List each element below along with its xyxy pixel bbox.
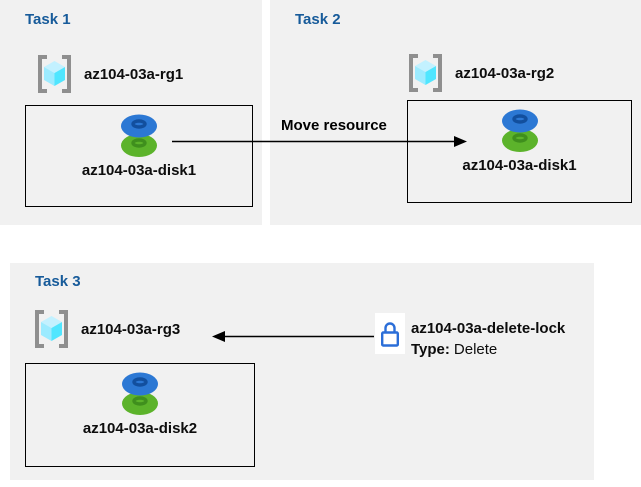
task3-disk-label: az104-03a-disk2 [82, 420, 198, 437]
arrowhead-left [212, 331, 225, 342]
task3-disk-box: az104-03a-disk2 [25, 363, 255, 467]
task2-disk-box: az104-03a-disk1 [407, 100, 632, 203]
delete-lock-type-value: Delete [453, 341, 498, 358]
disk-icon [122, 372, 158, 415]
task1-disk-label: az104-03a-disk1 [81, 162, 197, 179]
task1-title: Task 1 [25, 11, 71, 28]
task1-disk-box: az104-03a-disk1 [25, 105, 253, 207]
task1-panel: Task 1 az104-03a-rg1 az104-03a-disk1 [0, 0, 262, 225]
resource-group-icon [35, 310, 68, 348]
task3-panel: Task 3 az104-03a-rg3 az104-03a-disk2 [10, 263, 594, 480]
task1-resource-group-label: az104-03a-rg1 [84, 65, 184, 83]
disk-icon [501, 109, 538, 152]
task2-title: Task 2 [295, 11, 341, 28]
delete-lock-name: az104-03a-delete-lock [411, 320, 566, 337]
task2-resource-group: az104-03a-rg2 [407, 53, 554, 93]
delete-lock-type-label: Type: [411, 341, 450, 358]
delete-lock-caption: az104-03a-delete-lock Type:Delete [411, 318, 565, 360]
delete-lock-arrow [212, 331, 374, 342]
task1-resource-group: az104-03a-rg1 [36, 54, 183, 94]
task3-resource-group: az104-03a-rg3 [33, 309, 180, 349]
move-resource-label: Move resource [281, 117, 387, 134]
task2-disk-label: az104-03a-disk1 [462, 157, 577, 174]
arrowhead-right [454, 136, 467, 147]
move-resource-arrow [172, 136, 467, 147]
resource-group-icon [38, 55, 71, 93]
resource-group-icon [409, 54, 442, 92]
delete-lock [375, 313, 405, 354]
lock-icon [381, 321, 400, 347]
task2-resource-group-label: az104-03a-rg2 [455, 64, 555, 82]
task3-resource-group-label: az104-03a-rg3 [81, 320, 181, 338]
disk-icon [121, 114, 157, 157]
task3-title: Task 3 [35, 273, 81, 290]
task2-panel: Task 2 az104-03a-rg2 az104-03a-disk1 [270, 0, 641, 225]
